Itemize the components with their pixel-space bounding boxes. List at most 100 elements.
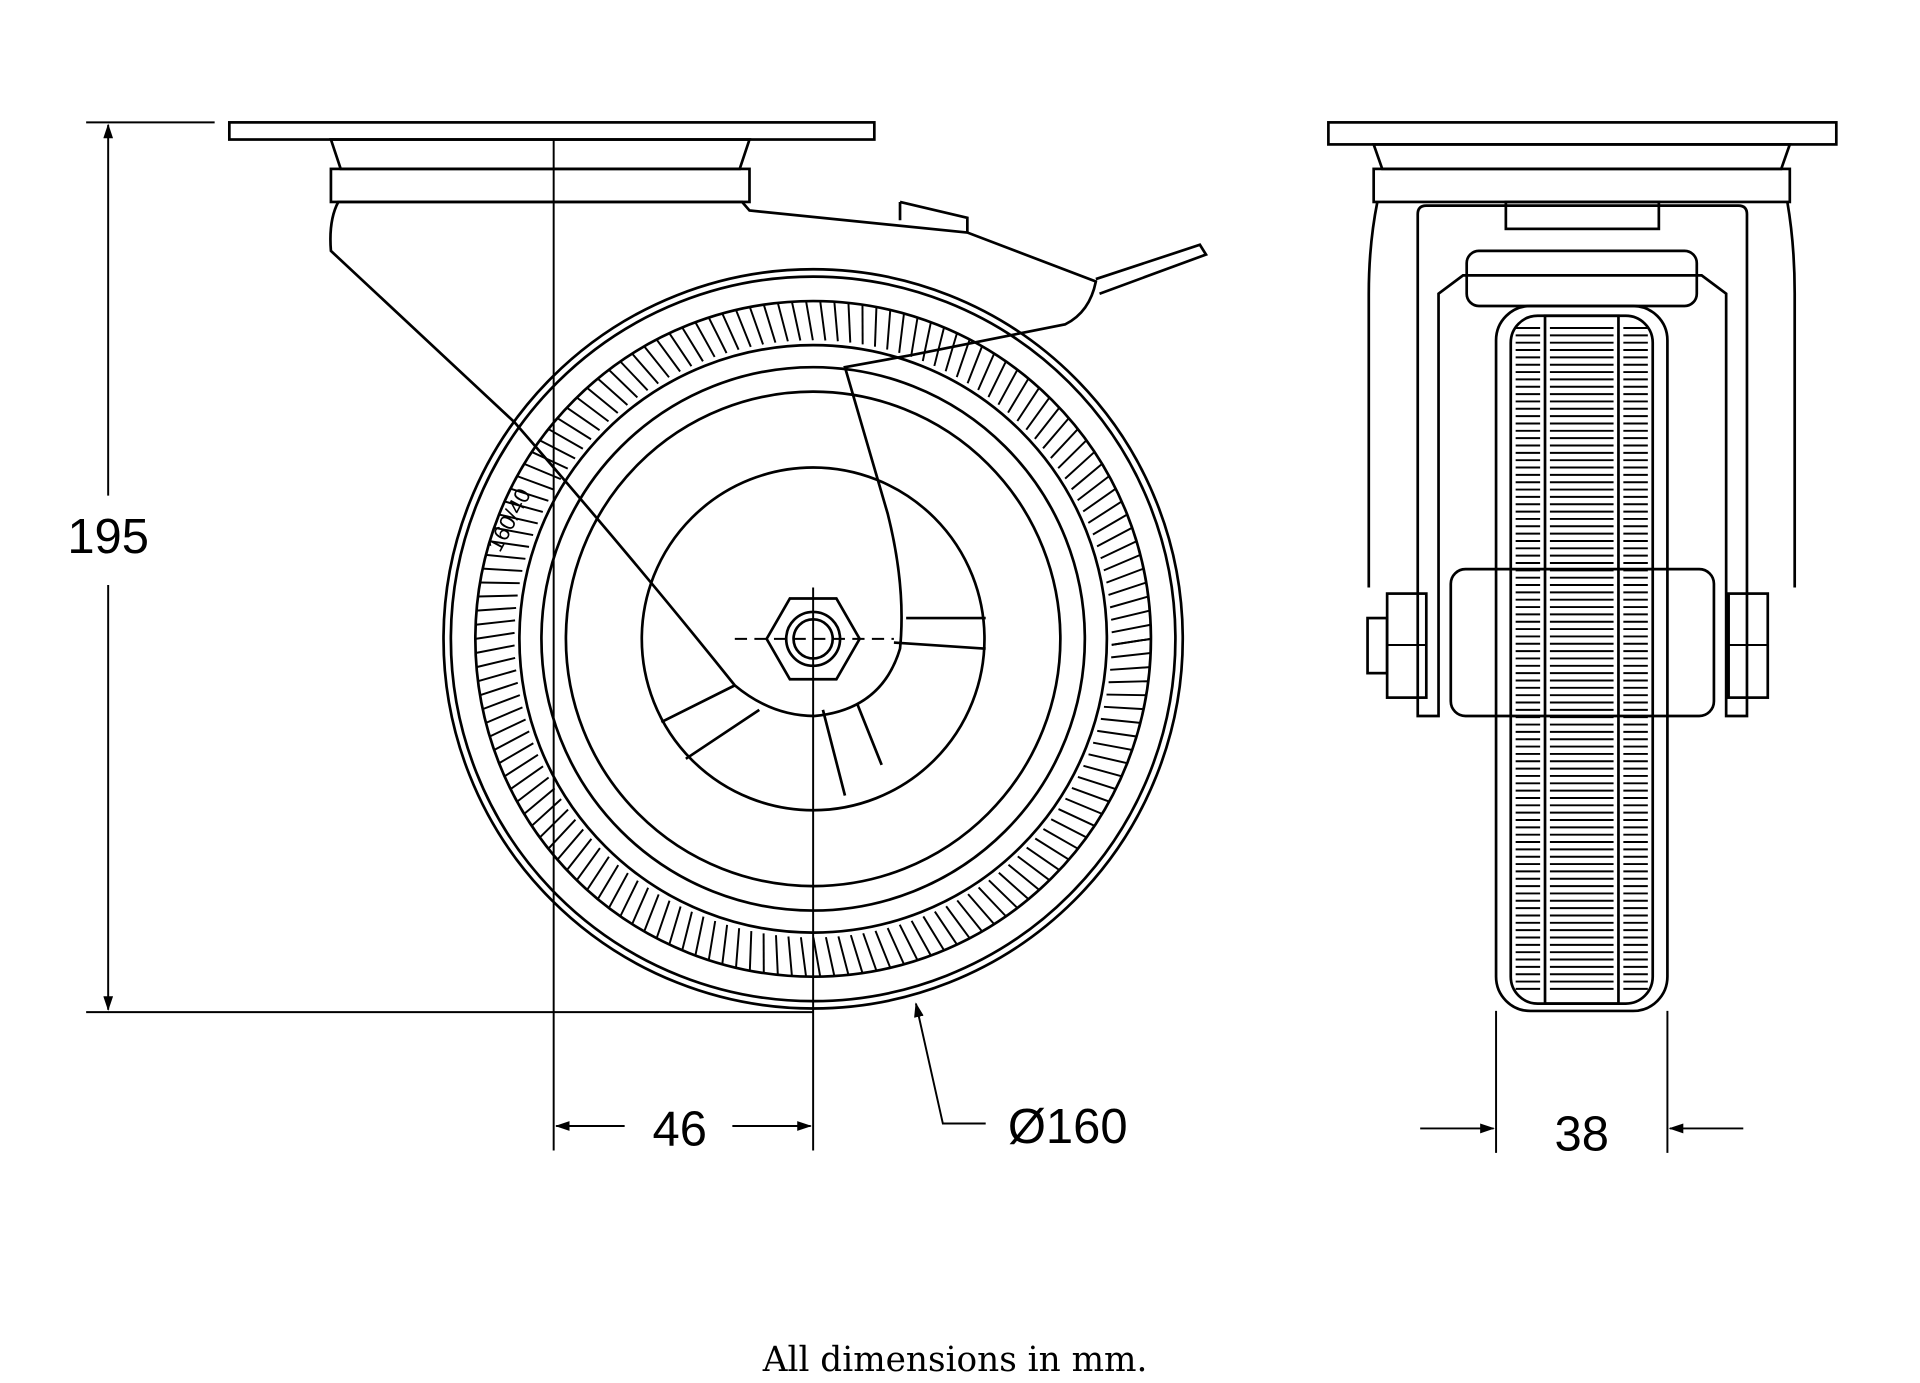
tread-line <box>1111 637 1152 646</box>
tread-line <box>1042 828 1079 850</box>
tread-line <box>721 924 729 965</box>
tread-line <box>694 916 705 956</box>
tread-line <box>824 937 836 977</box>
tread-line <box>1106 567 1144 584</box>
caption: All dimensions in mm. <box>762 1340 1148 1380</box>
tread-line <box>776 302 789 342</box>
tread-line <box>1071 787 1110 803</box>
tread-line <box>1108 680 1149 684</box>
tread-line <box>1092 513 1128 536</box>
tread-line <box>1103 705 1144 711</box>
tread-line <box>493 730 530 751</box>
tread-line <box>748 306 764 345</box>
tread-line <box>1106 693 1147 697</box>
tread-line <box>1058 808 1095 827</box>
tread-line <box>833 301 839 342</box>
tread-line <box>1034 837 1070 861</box>
tread-line <box>516 475 555 491</box>
tread-line <box>482 567 523 572</box>
tread-line <box>489 718 527 738</box>
tread-line <box>575 847 601 881</box>
tread-line <box>1110 609 1150 621</box>
tread-line <box>1007 863 1040 891</box>
tread-line <box>998 872 1030 900</box>
tread-line <box>735 309 752 348</box>
tread-line <box>1007 378 1030 414</box>
tread-line <box>1082 487 1117 513</box>
tread-line <box>812 937 822 977</box>
tread-line <box>886 927 905 965</box>
tread-line <box>762 304 777 343</box>
tread-line <box>586 387 619 414</box>
tread-line <box>787 936 793 977</box>
offset-dimension: 46 <box>552 139 815 1157</box>
front-wheel <box>1494 304 1669 1013</box>
tread-line <box>707 317 728 354</box>
tread-line <box>504 754 539 778</box>
tread-line <box>480 581 520 585</box>
tread-line <box>873 307 878 347</box>
diameter-dimension: Ø160 <box>914 1002 1128 1154</box>
tread-line <box>847 302 852 343</box>
tread-line <box>1065 797 1103 815</box>
tread-line <box>748 930 753 971</box>
tread-line <box>1077 776 1116 791</box>
front-view: 38 <box>1327 121 1838 1161</box>
tread-line <box>566 838 593 871</box>
tread-line <box>477 669 517 683</box>
tread-line <box>921 322 932 362</box>
tread-line <box>668 332 693 367</box>
height-dimension: 195 <box>67 121 814 1014</box>
tread-line <box>898 924 919 961</box>
tread-line <box>910 317 919 357</box>
front-tread-hatching <box>1515 327 1648 990</box>
tread-line <box>523 462 562 481</box>
tread-line <box>819 301 827 341</box>
tread-line <box>619 360 649 391</box>
tread-line <box>1109 595 1149 609</box>
tread-line <box>479 681 519 697</box>
tread-line <box>475 631 515 640</box>
tread-line <box>1083 764 1122 778</box>
width-dimension: 38 <box>1420 1010 1744 1161</box>
tread-line <box>967 893 995 925</box>
tread-line <box>862 932 878 972</box>
tread-hatching <box>475 300 1152 977</box>
tread-line <box>1050 428 1079 459</box>
tread-line <box>944 332 958 372</box>
tread-line <box>1042 417 1070 449</box>
tread-line <box>531 798 562 827</box>
tread-line <box>516 776 550 803</box>
tread-line <box>510 765 544 790</box>
tread-line <box>1087 500 1123 524</box>
tread-line <box>655 900 671 939</box>
tread-line <box>485 553 526 560</box>
tread-line <box>475 644 515 654</box>
tread-line <box>608 872 629 909</box>
diameter-value: Ø160 <box>1008 1100 1128 1154</box>
tread-line <box>945 905 971 939</box>
tread-line <box>1050 818 1087 839</box>
tread-line <box>898 313 905 354</box>
tread-line <box>643 894 660 932</box>
tread-line <box>837 936 850 976</box>
tread-line <box>874 930 892 969</box>
tread-line <box>631 353 659 385</box>
tread-line <box>482 694 521 711</box>
tread-line <box>1057 439 1088 469</box>
tread-line <box>1111 652 1151 659</box>
tread-line <box>977 886 1007 917</box>
tread-line <box>476 656 516 669</box>
tread-line <box>849 934 864 974</box>
tread-line <box>586 856 610 891</box>
tread-line <box>1017 855 1051 882</box>
tread-line <box>922 915 945 951</box>
tread-line <box>576 396 610 423</box>
tread-line <box>485 706 523 724</box>
tread-line <box>934 911 958 946</box>
tread-line <box>556 417 592 441</box>
tread-line <box>631 887 650 925</box>
tread-line <box>1100 540 1137 560</box>
tread-line <box>721 313 740 351</box>
tread-line <box>597 377 629 406</box>
